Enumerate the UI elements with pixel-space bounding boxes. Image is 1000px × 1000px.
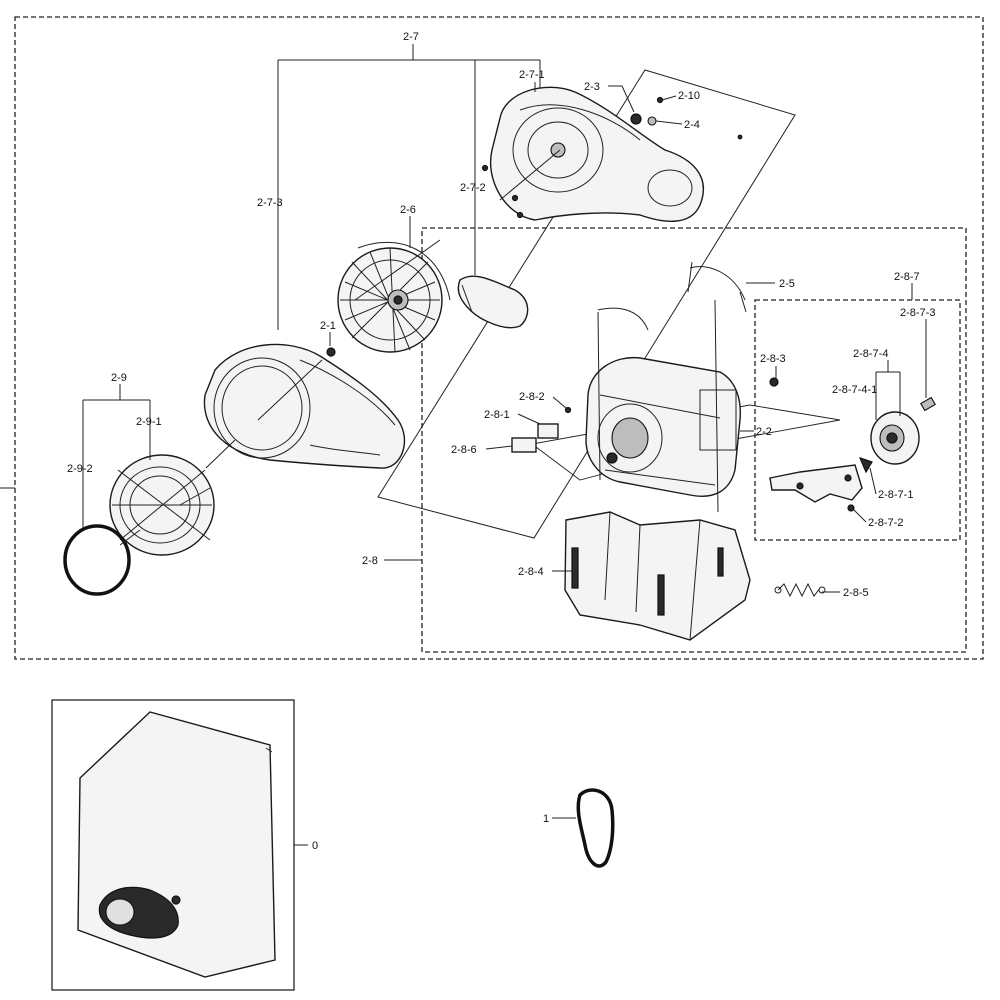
label-2-8-4: 2-8-4 [518, 566, 544, 578]
label-2-4: 2-4 [684, 119, 700, 131]
motor-clip [687, 261, 747, 313]
idler-arm-bracket [769, 464, 863, 503]
callout-labels: 2-7 2-7-1 2-7-2 2-7-3 2-6 2-1 2-3 2-10 2… [67, 31, 935, 852]
label-1: 1 [543, 813, 549, 825]
blower-housing-back [203, 343, 406, 469]
inlet-seal-ring [63, 524, 131, 596]
label-2-8-7-1: 2-8-7-1 [878, 489, 913, 501]
blower-fan-wheel [337, 241, 451, 353]
idler-subassembly-frame [754, 299, 961, 541]
motor-subassembly-frame [421, 227, 967, 653]
label-2-2: 2-2 [756, 426, 772, 438]
housing-seal [457, 275, 529, 329]
idler-pulley [870, 411, 920, 465]
fan-nut [326, 347, 336, 357]
label-2-8-7-4: 2-8-7-4 [853, 348, 888, 360]
label-2-8-2: 2-8-2 [519, 391, 545, 403]
main-assembly-frame [14, 16, 984, 660]
label-2-7-3: 2-7-3 [257, 197, 283, 209]
top-hardware [630, 96, 743, 140]
label-2-9: 2-9 [111, 372, 127, 384]
label-2-6: 2-6 [400, 204, 416, 216]
label-2-5: 2-5 [779, 278, 795, 290]
leader-lines [82, 44, 927, 846]
label-2-7-2: 2-7-2 [460, 182, 486, 194]
label-2-8-7-2: 2-8-7-2 [868, 517, 903, 529]
label-2-7: 2-7 [403, 31, 419, 43]
label-2-8-3: 2-8-3 [760, 353, 786, 365]
blower-housing-cover [481, 86, 705, 222]
motor-screw [769, 377, 779, 387]
label-2-8-5: 2-8-5 [843, 587, 869, 599]
label-2-1: 2-1 [320, 320, 336, 332]
label-2-10: 2-10 [678, 90, 700, 102]
label-2-8: 2-8 [362, 555, 378, 567]
idler-small-parts [847, 396, 936, 512]
label-2-8-7: 2-8-7 [894, 271, 920, 283]
label-2-7-1: 2-7-1 [519, 69, 545, 81]
drive-belt [576, 788, 615, 868]
label-2-9-2: 2-9-2 [67, 463, 93, 475]
kit-illustration [77, 711, 276, 978]
label-2-8-7-4-1: 2-8-7-4-1 [832, 384, 877, 396]
motor-mount-base [564, 299, 751, 641]
tension-spring [774, 582, 826, 598]
inlet-housing-ring [109, 454, 215, 556]
label-2-3: 2-3 [584, 81, 600, 93]
label-0: 0 [312, 840, 318, 852]
switch-bracket [511, 406, 572, 453]
drive-motor [585, 356, 742, 497]
label-2-8-7-3: 2-8-7-3 [900, 307, 935, 319]
label-2-9-1: 2-9-1 [136, 416, 162, 428]
label-2-8-6: 2-8-6 [451, 444, 477, 456]
label-2-8-1: 2-8-1 [484, 409, 510, 421]
